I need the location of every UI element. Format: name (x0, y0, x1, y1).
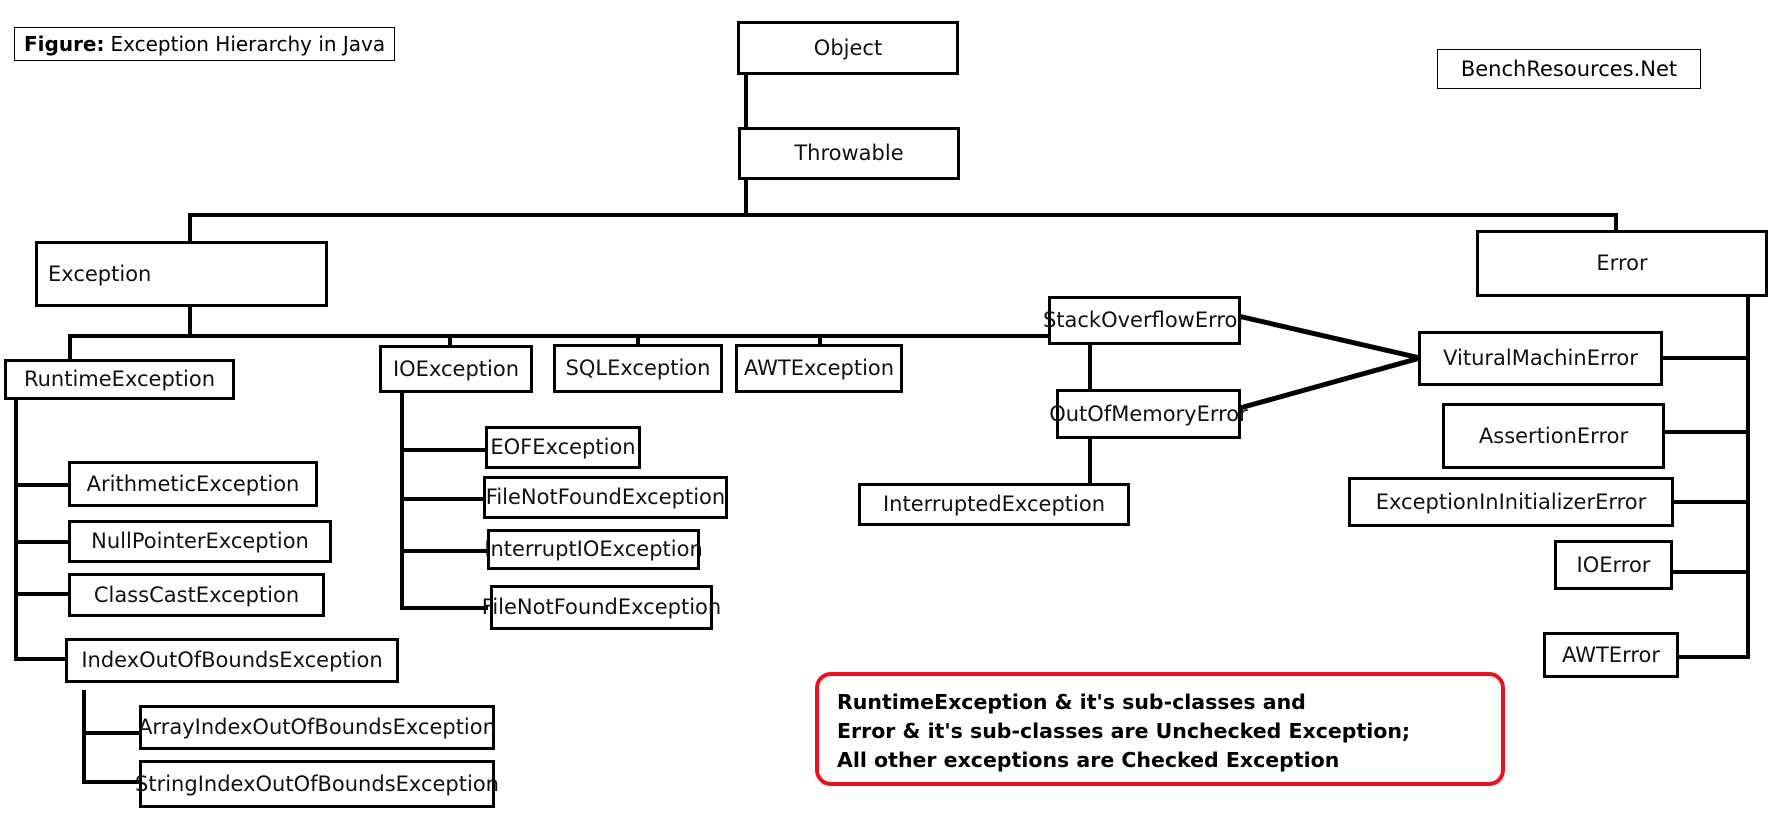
node-error[interactable]: Error (1476, 230, 1768, 297)
node-exception[interactable]: Exception (35, 241, 328, 307)
edge-object-throwable (744, 73, 748, 130)
node-eofexception[interactable]: EOFException (485, 426, 641, 469)
edge-bus-exception (188, 213, 192, 243)
node-filenotfoundexception[interactable]: FileNotFoundException (483, 476, 728, 519)
spine-ioexception (400, 392, 404, 610)
edge-bus-runtimeexception (68, 334, 72, 362)
edge-throwable-bus (744, 178, 748, 216)
edge-rte-nullpointerexception (14, 540, 70, 544)
edge-rte-classcastexception (14, 592, 70, 596)
brand-badge: BenchResources.Net (1437, 49, 1701, 89)
node-ioerror[interactable]: IOError (1554, 540, 1673, 590)
node-vituralmachinerror[interactable]: VituralMachinError (1418, 331, 1663, 386)
edge-ioobe-arrayindexoutofboundsexception (82, 731, 140, 735)
node-classcastexception[interactable]: ClassCastException (68, 573, 325, 617)
node-stringindexoutofboundsexception[interactable]: StringIndexOutOfBoundsException (135, 760, 499, 808)
spine-indexoutofboundsexception (82, 690, 86, 784)
bus-exception-children (68, 334, 1092, 338)
node-arrayindexoutofboundsexception[interactable]: ArrayIndexOutOfBoundsException (138, 705, 496, 750)
node-interruptioexception[interactable]: InterruptIOException (484, 529, 703, 570)
edge-bus-awtexception (818, 334, 822, 347)
node-nullpointerexception[interactable]: NullPointerException (68, 520, 332, 563)
note-line-3: All other exceptions are Checked Excepti… (837, 748, 1340, 773)
edge-ioe-filenotfoundexception-2 (400, 606, 488, 610)
node-filenotfoundexception-2[interactable]: FileNotFoundException (482, 585, 721, 630)
note-line-1: RuntimeException & it's sub-classes and (837, 690, 1306, 714)
figure-caption-text: Exception Hierarchy in Java (110, 32, 386, 56)
node-arithmeticexception[interactable]: ArithmeticException (68, 461, 318, 507)
spine-runtimeexception (14, 396, 18, 660)
note-line-2: Error & it's sub-classes are Unchecked E… (837, 719, 1411, 744)
edge-bus-sqlexception (636, 334, 640, 347)
edge-ioe-interruptioexception (400, 549, 488, 553)
edge-ioe-filenotfoundexception (400, 497, 488, 501)
edge-error-awterror (1675, 655, 1750, 659)
bus-throwable-children (188, 213, 1618, 217)
node-object[interactable]: Object (737, 21, 959, 75)
edge-error-vituralmachinerror (1660, 356, 1750, 360)
node-ioexception[interactable]: IOException (379, 345, 533, 393)
node-sqlexception[interactable]: SQLException (553, 344, 723, 393)
figure-caption-label: Figure: (24, 32, 105, 56)
edge-ioobe-stringindexoutofboundsexception (82, 780, 140, 784)
node-awterror[interactable]: AWTError (1543, 632, 1679, 678)
edge-error-assertionerror (1662, 430, 1750, 434)
edge-bus-ioexception (448, 334, 452, 347)
node-stackoverflowerror[interactable]: StackOverflowError (1043, 296, 1246, 345)
edge-error-ioerror (1670, 570, 1750, 574)
edge-exception-bus (188, 305, 192, 337)
edge-ioe-eofexception (400, 448, 488, 452)
node-exceptionininitializererror[interactable]: ExceptionInInitializerError (1348, 477, 1674, 527)
node-runtimeexception[interactable]: RuntimeException (4, 359, 235, 400)
edge-rte-arithmeticexception (14, 483, 70, 487)
edge-error-exceptionininitializererror (1671, 500, 1750, 504)
node-interruptedexception[interactable]: InterruptedException (858, 483, 1130, 526)
node-throwable[interactable]: Throwable (738, 127, 960, 180)
node-assertionerror[interactable]: AssertionError (1442, 403, 1665, 469)
edge-bus-error (1614, 213, 1618, 233)
node-awtexception[interactable]: AWTException (735, 344, 903, 393)
spine-error (1746, 293, 1750, 659)
node-outofmemoryerror[interactable]: OutOfMemoryError (1049, 389, 1248, 439)
unchecked-checked-note: RuntimeException & it's sub-classes and … (815, 672, 1505, 786)
edge-rte-indexoutofboundsexception (14, 657, 70, 661)
node-indexoutofboundsexception[interactable]: IndexOutOfBoundsException (65, 638, 399, 683)
figure-caption: Figure: Exception Hierarchy in Java (14, 27, 395, 61)
edge-vm-subclasses (1237, 313, 1421, 411)
